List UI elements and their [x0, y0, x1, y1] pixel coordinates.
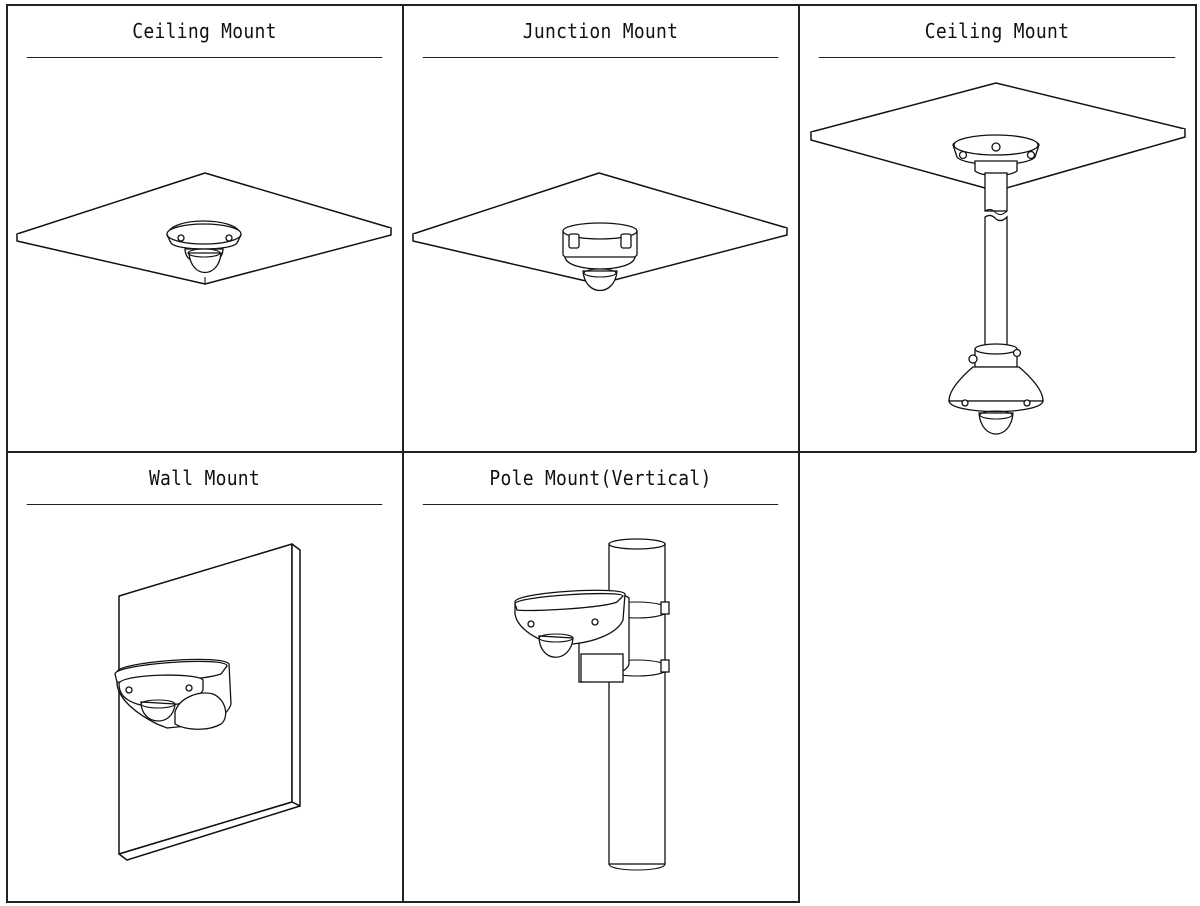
mount-cell-wall: Wall Mount [7, 452, 402, 901]
mount-cell-ceiling: Ceiling Mount [7, 5, 402, 451]
mount-title: Ceiling Mount [818, 5, 1176, 58]
grid-outer-right [1195, 4, 1197, 452]
grid-col-divider-1 [402, 4, 404, 902]
mount-cell-junction: Junction Mount [403, 5, 798, 451]
wall-mount-drawing [7, 504, 402, 901]
mount-title: Pole Mount(Vertical) [422, 452, 779, 505]
mount-title: Wall Mount [26, 452, 383, 505]
mount-title: Ceiling Mount [26, 5, 383, 58]
grid-outer-left [6, 4, 8, 902]
ceiling-mount-drawing [7, 57, 402, 451]
grid-outer-top [6, 4, 1196, 6]
pole-mount-drawing [403, 504, 798, 901]
pendant-ceiling-mount-drawing [799, 57, 1195, 451]
mount-cell-pendant: Ceiling Mount [799, 5, 1195, 451]
mount-cell-pole: Pole Mount(Vertical) [403, 452, 798, 901]
grid-col-divider-2 [798, 4, 800, 902]
junction-mount-drawing [403, 57, 798, 451]
mount-title: Junction Mount [422, 5, 779, 58]
grid-row-divider [6, 451, 1196, 453]
